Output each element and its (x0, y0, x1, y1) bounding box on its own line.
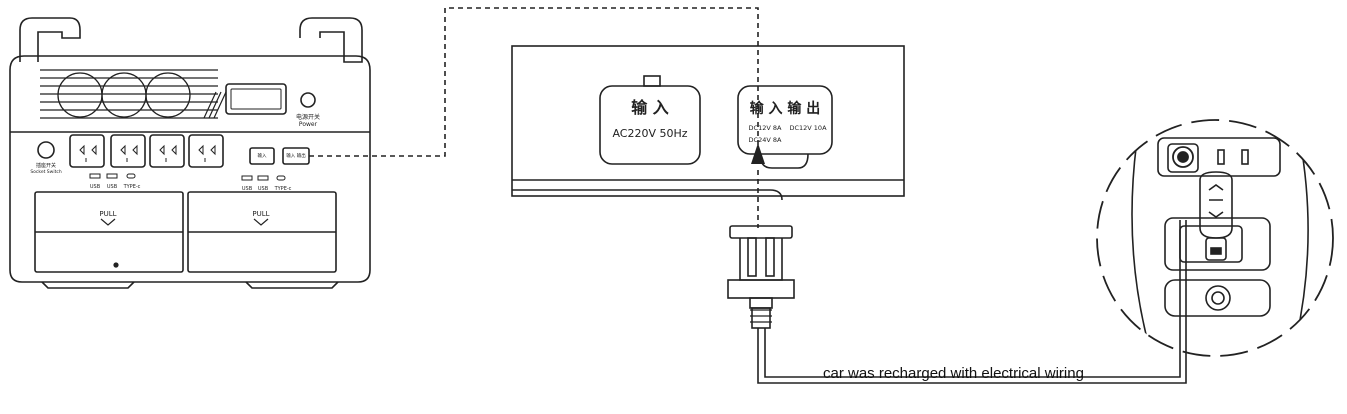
usb-ports-left (89, 173, 136, 179)
caption-text: car was recharged with electrical wiring (823, 365, 1084, 382)
usb-label-4: USB (258, 186, 269, 192)
ac-input-title: 输 入 (631, 98, 669, 117)
dc-spec-3: DC24V 8A (749, 136, 782, 144)
left-handle (19, 17, 81, 62)
usb-label-1: USB (90, 184, 101, 190)
dc-inout-title: 输 入 输 出 (750, 100, 821, 117)
ac-input-spec: AC220V 50Hz (612, 127, 687, 140)
dashed-connection-line (309, 7, 759, 157)
dc-spec-2: DC12V 10A (789, 124, 827, 132)
pull-label-left: PULL (99, 210, 116, 218)
ac-outlets (69, 134, 224, 168)
power-station (9, 17, 371, 289)
power-label-en: Power (299, 121, 318, 128)
port-panel (511, 45, 905, 201)
lcd-display (225, 83, 287, 115)
socket-label-cn: 插座开关 (36, 162, 56, 169)
power-label-cn: 电源开关 (296, 113, 320, 121)
usb-label-3: USB (242, 186, 253, 192)
dc-inout-cover (737, 85, 833, 155)
car-console (1131, 120, 1309, 351)
dc-inout-label: 输入 输出 (286, 152, 306, 159)
vent-grille (40, 69, 218, 119)
socket-switch-button (37, 141, 55, 159)
usb-label-2: USB (107, 184, 118, 190)
car-key-icon (1199, 171, 1233, 261)
insert-arrow (751, 143, 765, 164)
usb-ports-right (241, 175, 286, 181)
cigarette-plug (727, 220, 1187, 384)
pull-label-right: PULL (252, 210, 269, 218)
typec-label-2: TYPE-c (274, 186, 292, 192)
dc-in-label: 输入 (258, 152, 267, 159)
typec-label-1: TYPE-c (123, 184, 141, 190)
station-body (9, 55, 371, 283)
power-button (300, 92, 316, 108)
cable (757, 220, 1187, 384)
dc-spec-1: DC12V 8A (749, 124, 782, 132)
right-handle (299, 17, 363, 63)
socket-label-en: Socket Switch (30, 169, 62, 175)
zoom-circle (1096, 119, 1334, 357)
car-socket-plug (1172, 146, 1194, 168)
dc-input-port (249, 147, 275, 165)
